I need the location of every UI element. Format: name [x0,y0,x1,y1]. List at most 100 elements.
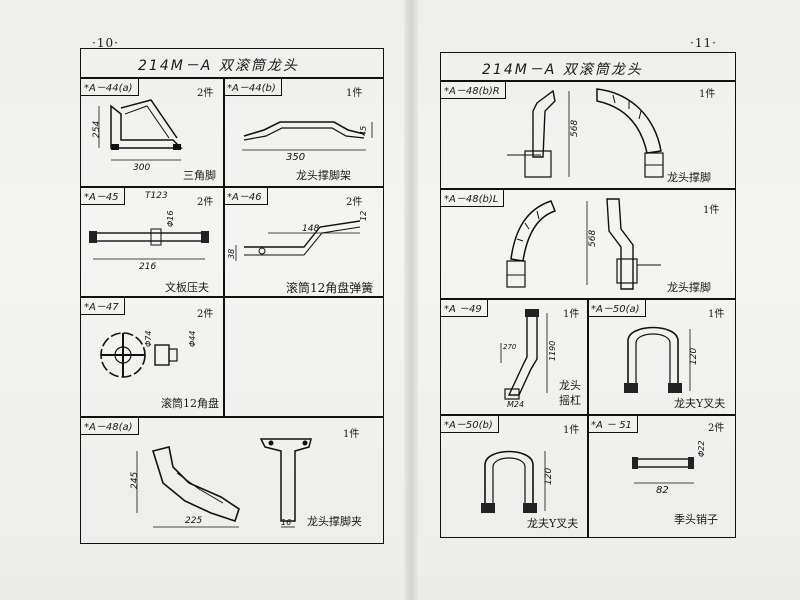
right-title-divider [440,80,736,82]
part-cell-a51: *A － 51 2件 Φ22 82 季头销子 [588,415,735,537]
part-drawing-a50a: 120 [624,326,699,393]
part-quantity: 1件 [703,205,720,216]
part-code: *A－46 [224,187,268,205]
left-grid-vline [223,77,225,416]
left-title-divider [80,77,384,79]
part-cell-a47: *A－47 2件 Φ74 Φ44 滚筒12角盘 [81,297,223,416]
dim-label: 38 [227,249,236,259]
part-quantity: 2件 [197,197,214,208]
dim-label: 568 [570,120,580,137]
part-code: *A－44(a) [81,78,139,96]
part-code: *A －49 [441,299,488,317]
part-cell-a49: *A －49 1件 270 1190 M24 龙头 摇杠 [441,299,587,414]
dim-label: 568 [588,230,598,247]
part-caption: 龙头撑脚 [667,171,711,184]
right-page-title: 214M－A 双滚筒龙头 [482,62,643,78]
dim-label: 300 [133,163,150,173]
dim-label: Φ44 [188,331,197,347]
dim-label: 216 [139,262,156,272]
dim-label: Φ74 [144,331,153,347]
part-caption: 龙头撑脚 [667,281,711,294]
part-caption-line2: 摇杠 [559,394,581,407]
right-grid-hline-1 [440,188,736,190]
part-quantity: 1件 [346,88,363,99]
part-quantity: 2件 [197,88,214,99]
left-grid-hline-3 [80,416,384,418]
part-cell-a50a: *A－50(a) 1件 120 龙夫Y叉夫 [588,299,735,414]
right-page-number: ·11· [690,36,717,50]
part-code: *A－50(b) [441,415,499,433]
part-cell-a48bL: *A－48(b)L 1件 568 龙头撑脚 [441,189,735,298]
part-note: T123 [145,191,168,201]
left-grid-hline-2 [80,296,384,298]
part-drawing-a51: Φ22 82 [632,441,706,496]
part-drawing-a44b: 350 45 [242,121,373,163]
part-caption: 滚筒12角盘 [161,397,219,410]
part-drawing-a49: 270 1190 M24 [500,309,557,409]
part-code: *A － 51 [588,415,638,433]
empty-cell [224,297,384,416]
part-quantity: 2件 [346,197,363,208]
part-caption: 滚筒12角盘弹簧 [286,281,374,295]
part-drawing-a45: Φ16 216 [89,211,209,272]
dim-label: 120 [544,468,554,485]
dim-label: 45 [359,126,368,136]
part-caption-line1: 龙头 [559,379,581,392]
part-code: *A－48(a) [81,417,139,435]
left-grid-hline-1 [80,186,384,188]
dim-label: Φ16 [166,211,175,227]
dim-label: 270 [503,343,517,351]
part-drawing-a48a: 245 225 16 [130,438,312,528]
part-code: *A－45 [81,187,125,205]
part-quantity: 2件 [197,309,214,320]
right-grid-vline [587,298,589,538]
part-drawing-a48bR: 568 [507,88,664,178]
dim-label: 148 [302,224,319,234]
left-page-number: ·10· [92,36,119,50]
part-quantity: 2件 [708,423,725,434]
part-quantity: 1件 [699,89,716,100]
part-code: *A－44(b) [224,78,282,96]
part-quantity: 1件 [563,309,580,320]
dim-label: 350 [286,152,305,163]
part-caption: 龙夫Y叉夫 [527,517,579,530]
part-drawing-a48bL: 568 [506,198,661,290]
part-caption: 龙夫Y叉夫 [674,397,726,410]
dim-label: 225 [185,516,202,526]
dim-label: M24 [507,400,524,409]
part-cell-a44a: *A－44(a) 2件 254 300 三角脚 [81,78,223,186]
part-code: *A－47 [81,297,125,315]
part-cell-a44b: *A－44(b) 1件 350 45 龙头撑脚架 [224,78,384,186]
part-quantity: 1件 [563,425,580,436]
dim-label: 245 [130,472,140,489]
part-caption: 龙头撑脚夹 [307,515,362,528]
part-quantity: 1件 [343,429,360,440]
part-drawing-a46: 148 12 38 [227,211,368,261]
part-cell-a48a: *A－48(a) 1件 245 225 16 龙头撑脚夹 [81,417,384,543]
part-cell-a45: *A－45 T123 2件 Φ16 216 文板压夫 [81,187,223,296]
part-drawing-a44a: 254 300 [92,99,183,173]
dim-label: 120 [689,348,699,365]
part-code: *A－50(a) [588,299,646,317]
dim-label: 12 [359,211,368,221]
dim-label: 1190 [548,341,557,361]
part-caption: 文板压夫 [165,281,209,294]
part-cell-a50b: *A－50(b) 1件 120 龙夫Y叉夫 [441,415,587,537]
part-cell-a48bR: *A－48(b)R 1件 568 龙头撑脚 [441,81,735,188]
part-drawing-a50b: 120 [481,450,554,513]
part-drawing-a47: Φ74 Φ44 [100,331,197,378]
part-quantity: 1件 [708,309,725,320]
dim-label: 82 [656,485,669,496]
part-caption: 季头销子 [674,513,718,526]
left-page-title: 214M－A 双滚筒龙头 [138,58,299,74]
part-cell-a46: *A－46 2件 148 12 38 滚筒12角盘弹簧 [224,187,384,296]
part-caption: 龙头撑脚架 [296,169,351,182]
part-code: *A－48(b)L [441,189,505,207]
book-spine [404,0,418,600]
part-caption: 三角脚 [183,169,216,182]
dim-label: Φ22 [697,441,706,457]
part-code: *A－48(b)R [441,81,506,99]
dim-label: 16 [281,518,291,527]
dim-label: 254 [92,121,102,138]
